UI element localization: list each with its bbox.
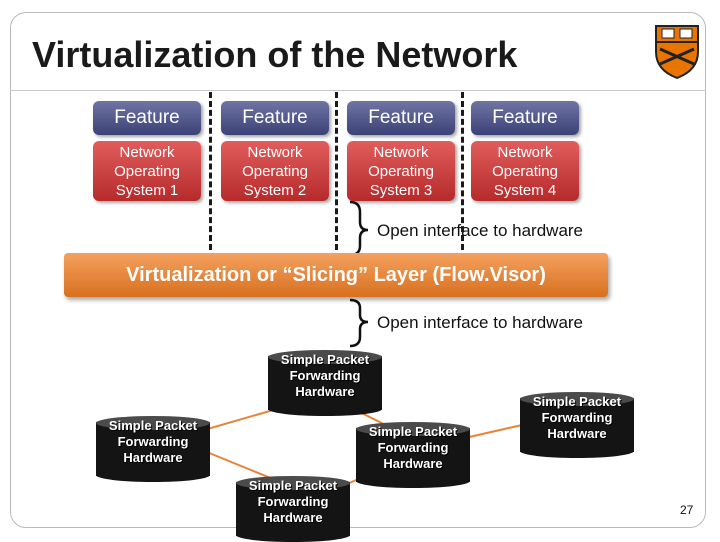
switch-label: Simple Packet Forwarding Hardware (108, 418, 198, 465)
column-divider (209, 92, 212, 250)
feature-box-1: Feature (93, 101, 201, 135)
nos-box-2: Network Operating System 2 (221, 141, 329, 201)
lower-brace (349, 298, 369, 348)
switch-left: Simple Packet Forwarding Hardware (96, 416, 210, 482)
feature-box-3: Feature (347, 101, 455, 135)
switch-top: Simple Packet Forwarding Hardware (268, 350, 382, 416)
switch-label: Simple Packet Forwarding Hardware (368, 424, 458, 471)
column-divider (335, 92, 338, 250)
switch-label: Simple Packet Forwarding Hardware (248, 478, 338, 525)
switch-label: Simple Packet Forwarding Hardware (532, 394, 622, 441)
slicing-layer-bar: Virtualization or “Slicing” Layer (Flow.… (64, 253, 608, 297)
switch-bottom: Simple Packet Forwarding Hardware (236, 476, 350, 542)
nos-box-1: Network Operating System 1 (93, 141, 201, 201)
slide-frame (10, 12, 706, 528)
column-divider (461, 92, 464, 250)
slide-title: Virtualization of the Network (32, 34, 518, 75)
page-number: 27 (680, 503, 694, 517)
university-shield-logo (655, 25, 699, 80)
upper-brace (349, 200, 369, 257)
nos-box-3: Network Operating System 3 (347, 141, 455, 201)
switch-label: Simple Packet Forwarding Hardware (280, 352, 370, 399)
switch-middle: Simple Packet Forwarding Hardware (356, 422, 470, 488)
feature-box-4: Feature (471, 101, 579, 135)
open-interface-label-lower: Open interface to hardware (377, 313, 584, 332)
feature-box-2: Feature (221, 101, 329, 135)
title-divider (10, 90, 706, 91)
switch-right: Simple Packet Forwarding Hardware (520, 392, 634, 458)
nos-box-4: Network Operating System 4 (471, 141, 579, 201)
open-interface-label-upper: Open interface to hardware (377, 221, 584, 240)
